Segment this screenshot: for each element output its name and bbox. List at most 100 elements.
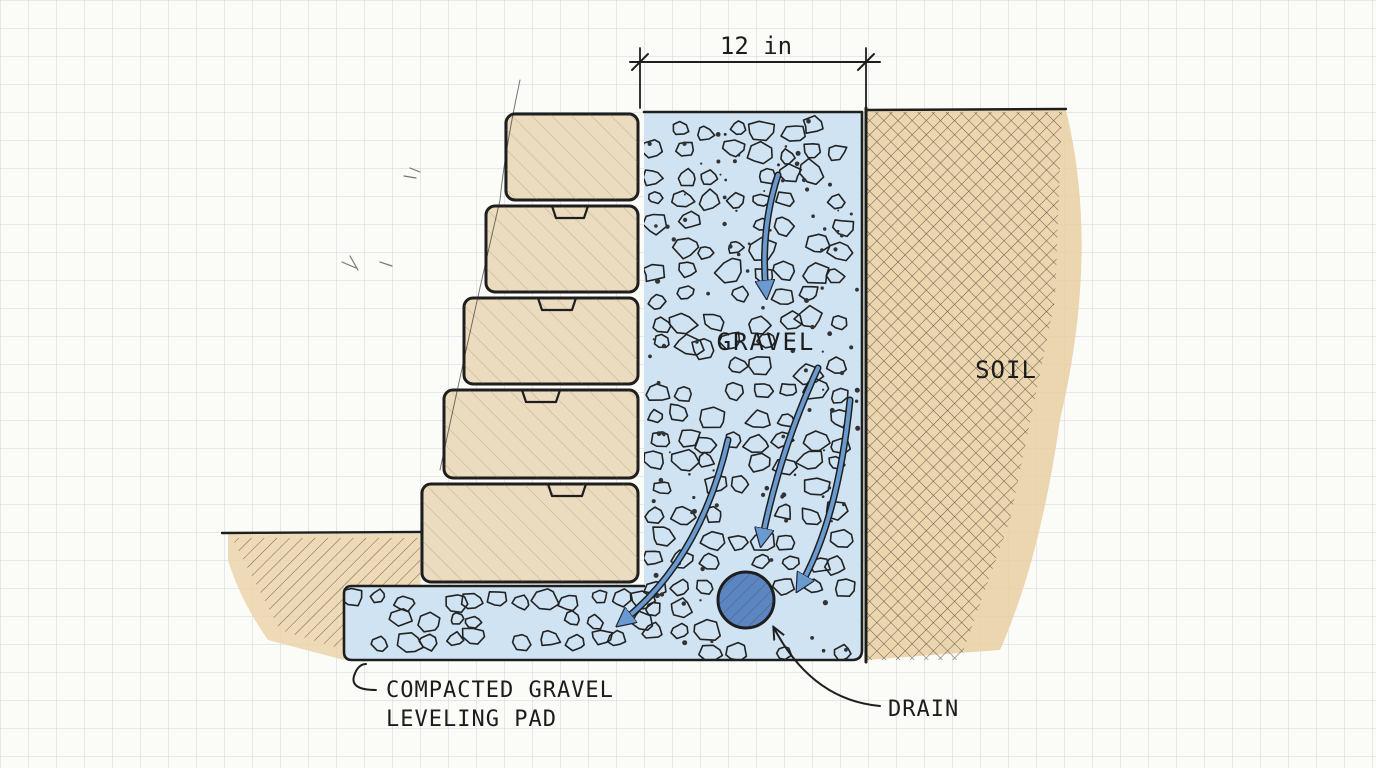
gravel-speck [806,119,811,124]
gravel-stone [460,592,484,610]
gravel-stone [748,452,771,473]
flow-arrow-left [622,438,730,622]
gravel-speck [682,141,687,146]
soil-label: SOIL [975,356,1037,384]
soil-surface-line [864,107,1068,112]
wall-block-1 [504,112,640,202]
gravel-stone [646,408,664,424]
gravel-speck [822,388,825,391]
gravel-speck [827,486,832,490]
gravel-stone [771,578,796,596]
gravel-stone [678,261,698,279]
gravel-stone [698,188,721,212]
gravel-stone [641,213,668,236]
gravel-label: GRAVEL [717,328,816,356]
gravel-stone [801,507,822,526]
gravel-stone [591,589,608,604]
gravel-stone [730,474,750,494]
gravel-stone [677,210,702,229]
gravel-stone [826,193,846,210]
gravel-stone [823,555,846,577]
gravel-stone [670,549,694,569]
gravel-stone [697,246,715,261]
gravel-speck [761,492,766,497]
gravel-speck [656,380,661,385]
gravel-stone [418,633,438,652]
gravel-speck [719,173,722,176]
pad-label-line2: LEVELING PAD [386,707,557,732]
gravel-speck [710,639,714,644]
gravel-speck [654,224,658,228]
gravel-stone [642,169,664,187]
gravel-stone [802,261,830,285]
gravel-stone [611,588,632,608]
gravel-speck [700,162,703,165]
gravel-stone [591,629,614,646]
gravel-speck [761,306,765,310]
gravel-speck [855,425,861,431]
gravel-speck [745,269,750,273]
gravel-speck [794,161,800,167]
gravel-stone [650,431,671,448]
gravel-speck [764,485,770,491]
sketch-marks [341,167,421,271]
gravel-backfill-zone [344,112,862,660]
gravel-speck [842,503,846,507]
gravel-stone [702,313,725,332]
gravel-stone [670,622,689,640]
gravel-speck [821,350,824,353]
gravel-stone [511,594,530,611]
gravel-stone [388,607,414,627]
gravel-stone [772,260,796,282]
gravel-stone [450,611,465,625]
gravel-stone [713,257,742,284]
gravel-stone [751,553,771,570]
gravel-stone [721,139,746,158]
gravel-stone [827,144,848,162]
gravel-speck [833,247,838,252]
gravel-stone [647,293,667,311]
drain-leader-line [774,628,881,707]
gravel-stone [780,125,807,142]
gravel-stone [606,629,627,647]
gravel-stone [672,120,690,136]
gravel-stone [776,413,796,428]
gravel-stone [511,633,532,652]
batter-guide-line [439,79,521,471]
gravel-speck [722,195,727,200]
gravel-speck [724,178,728,182]
gravel-stone [670,189,696,208]
gravel-stone [747,356,772,376]
gravel-speck [714,503,719,508]
gravel-speck [656,431,662,436]
gravel-stone [370,635,389,653]
gravel-speck [784,145,788,148]
gravel-speck [811,214,815,218]
gravel-speck [683,193,686,196]
gravel-stone [652,526,676,547]
gravel-stone [461,627,486,645]
gravel-speck [665,224,670,229]
gravel-stone [833,643,852,660]
gravel-speck [763,190,766,192]
gravel-speck [735,209,738,212]
gravel-speck [769,558,774,562]
gravel-speck [723,132,727,136]
gravel-stone [747,120,776,142]
gravel-stone [802,430,831,452]
gravel-stone [752,193,771,207]
gravel-stone [830,387,849,404]
gravel-stone [728,356,749,374]
wall-block-4 [442,388,640,480]
dimension-label: 12 in [720,32,792,60]
gravel-speck [828,182,832,187]
gravel-speck [706,291,710,296]
gravel-speck [688,473,691,476]
wall-block-3 [462,296,640,386]
gravel-stone [779,382,798,397]
gravel-speck [712,469,715,472]
gravel-speck [769,229,772,232]
gravel-speck [823,227,827,231]
gravel-stone [563,609,581,626]
